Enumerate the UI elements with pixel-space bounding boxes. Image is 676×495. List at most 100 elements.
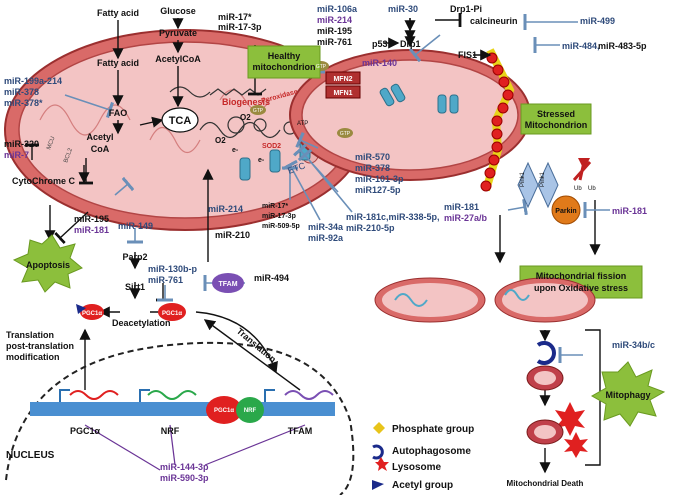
pink1-2: Pink1 [540,171,546,187]
mir17-1: miR-17* [218,12,252,22]
mir570-1: miR-570 [355,152,390,162]
gtp-3: GTP [340,131,351,137]
pink1-1: Pink1 [520,171,526,187]
mir570-3: miR-101-3p [355,174,404,184]
gene-tfam: TFAM [288,426,313,436]
translation-left-2: post-translation [6,341,74,351]
legend-autophagosome: Autophagosome [392,446,471,457]
acetyl-coa-2: CoA [91,144,110,154]
phosphate-beads [480,52,514,192]
healthy-box [247,45,321,79]
mir181b-2: miR-27a/b [444,213,488,223]
parp2: Parp2 [122,252,147,262]
legend-acetyl: Acetyl group [392,480,453,491]
mir181b-1: miR-181 [444,202,479,212]
legend-lysosome: Lysosome [392,462,442,473]
pgc-deacetylated-label: PGC1α [162,311,182,317]
mir106-3: miR-195 [317,26,352,36]
fis1: FIS1 [458,50,477,60]
acetyl-triangle [76,304,86,314]
tca: TCA [169,115,192,127]
mitophagy-star [590,361,666,427]
pink1-parkin [517,158,592,225]
gtp-1: GTP [316,64,327,70]
mir483: miR-483-5p [598,41,647,51]
drp1: Drp1 [400,39,421,49]
mcu: MCU [46,136,56,151]
o2-2: O2 [240,113,251,122]
stressed-box [520,103,592,135]
mir484: miR-484, [562,41,600,51]
e-1: e- [232,147,239,154]
fission-mitos [374,277,596,323]
legend-glyphs [372,422,389,490]
mir17b-3: miR-509-5p [262,223,300,230]
nucleus [5,341,355,495]
nucleus-label: NUCLEUS [6,450,55,461]
fission-label-1: Mitochondrial fission [536,271,627,281]
mir195: miR-195 [74,214,109,224]
e-2: e- [258,157,265,164]
biogenesis: Biogenesis [222,97,270,107]
acetylcoa-top: AcetylCoA [155,54,201,64]
mir570-4: miR127-5p [355,185,401,195]
mfn1: MFN1 [333,90,352,97]
mfn-complex [250,61,361,138]
mir130-2: miR-761 [148,275,183,285]
mir494: miR-494 [254,273,289,283]
mir199-1: miR-199a-214 [4,76,62,86]
complex-nrf: NRF [244,408,257,414]
fao: FAO [109,108,128,118]
mir570-2: miR-378 [355,163,390,173]
atp: ATP [297,121,308,127]
mir17b-1: miR-17* [262,203,288,210]
mir106-2: miR-214 [317,15,352,25]
parkin: Parkin [555,208,576,215]
mir144-lines [84,424,306,471]
mir144-2: miR-590-3p [160,473,209,483]
mir17b-2: miR-17-3p [262,213,296,220]
pgc-acetylated-label: PGC1α [82,311,102,317]
sod2: SOD2 [262,143,281,150]
healthy-label-1: Healthy [268,51,301,61]
mitophagy-label: Mitophagy [606,390,651,400]
cytochrome-c: CytoChrome C [12,176,76,186]
mir499: miR-499 [580,16,615,26]
mfn2: MFN2 [333,76,352,83]
mir181p: miR-181 [612,206,647,216]
inhibition-lines [64,14,610,363]
mir320: miR-320 [4,139,39,149]
drp1pi: Drp1-Pi [450,4,482,14]
tfam-protein [212,273,244,293]
ub-2: Ub [588,186,596,192]
mir149: miR-149 [118,221,153,231]
apoptosis-star [12,234,83,293]
mir199-2: miR-378 [4,87,39,97]
mir30: miR-30 [388,4,418,14]
mito-death: Mitochondrial Death [507,479,584,488]
stressed-label-1: Stressed [537,109,575,119]
stressed-label-2: Mitochondrion [525,120,588,130]
translation-left-1: Translation [6,330,54,340]
mir140: miR-140 [362,58,397,68]
mir34bc: miR-34b/c [612,340,655,350]
mito-death-sequence [526,341,588,458]
fatty-acid: Fatty acid [97,58,139,68]
translation-left-3: modification [6,352,60,362]
calcineurin: calcineurin [470,16,518,26]
sirt1: Sirt1 [125,282,145,292]
acetyl-coa-1: Acetyl [86,132,113,142]
apoptosis-label: Apoptosis [26,260,70,270]
ub-1: Ub [574,186,582,192]
glucose: Glucose [160,6,196,16]
gene-pgc: PGC1α [70,426,101,436]
gtp-2: GTP [253,108,264,114]
gene-nrf: NRF [161,426,180,436]
pgc-deacetylated [158,303,186,321]
tfam-label: TFAM [218,281,237,288]
mir7: miR-7 [4,150,29,160]
mir17-2: miR-17-3p [218,22,262,32]
mir181c-2: miR-210-5p [346,223,395,233]
